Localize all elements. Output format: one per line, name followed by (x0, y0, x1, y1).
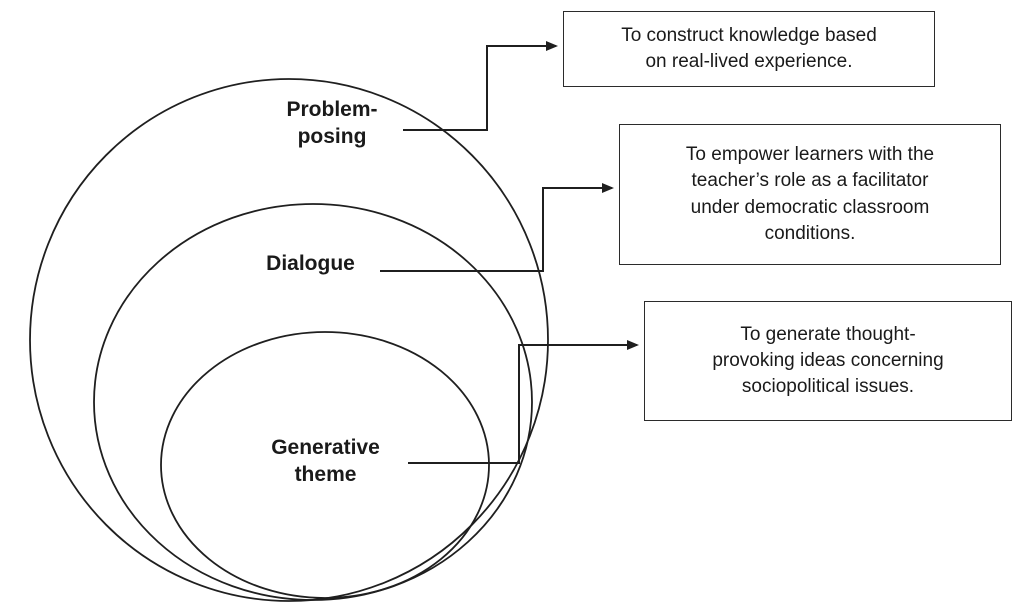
arrow-problem-posing (403, 41, 558, 131)
callout-text-generative-theme: To generate thought- provoking ideas con… (712, 323, 944, 398)
arrow-dialogue (380, 183, 614, 272)
arrow-generative-theme (408, 340, 639, 464)
callout-box-generative-theme: To generate thought- provoking ideas con… (644, 301, 1012, 421)
inner-ellipse-generative-theme (160, 331, 490, 599)
outer-ellipse-problem-posing (29, 78, 549, 602)
callout-box-dialogue: To empower learners with the teacher’s r… (619, 124, 1001, 265)
ring-label-dialogue: Dialogue (266, 252, 355, 275)
ring-label-problem-posing: Problem- posing (286, 98, 378, 149)
callout-box-problem-posing: To construct knowledge based on real-liv… (563, 11, 935, 87)
callout-text-dialogue: To empower learners with the teacher’s r… (685, 144, 935, 244)
callout-text-problem-posing: To construct knowledge based on real-liv… (621, 24, 877, 72)
ring-label-generative-theme: Generative theme (271, 436, 380, 487)
middle-ellipse-dialogue (93, 203, 533, 601)
